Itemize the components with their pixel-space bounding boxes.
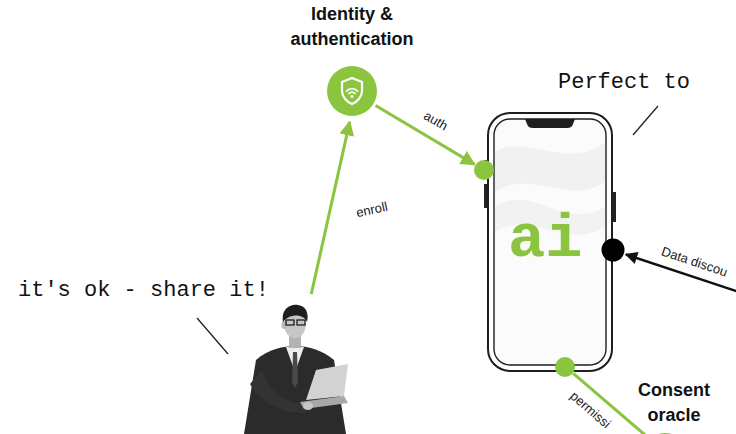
person-illustration	[240, 300, 350, 434]
phone-body	[488, 113, 612, 371]
port-dot	[602, 239, 625, 262]
edge-label: permissi	[566, 388, 613, 432]
shield-icon	[342, 78, 362, 104]
phone-device: ai	[487, 112, 613, 372]
laptop-lid	[306, 364, 348, 400]
badge-heading: Consent oracle	[624, 378, 724, 428]
phone-button	[613, 192, 616, 222]
screen-swirl	[495, 142, 605, 192]
consent-badge: Consent oracle	[612, 378, 736, 434]
signal-arc	[347, 89, 358, 91]
glasses	[286, 320, 294, 325]
auth-badge: Identity & authentication	[257, 2, 447, 116]
port-dot	[474, 160, 494, 180]
badge-circle	[640, 433, 690, 434]
port-dot	[555, 357, 575, 377]
badge-circle	[327, 66, 377, 116]
edge-label: auth	[421, 108, 451, 135]
arm	[250, 370, 306, 413]
signal-arc	[349, 92, 355, 93]
flow-connector	[376, 106, 475, 165]
flow-connector	[311, 122, 349, 294]
persona-figure: it's ok - share it!	[8, 272, 356, 434]
signal-dot	[350, 95, 353, 98]
neck-tie	[292, 352, 298, 388]
phone-screen	[494, 119, 606, 365]
phone-button	[484, 184, 487, 208]
callout-note: Perfect to	[558, 70, 690, 96]
hand	[303, 402, 313, 410]
glasses	[297, 320, 305, 325]
edge-label: enroll	[355, 199, 389, 221]
badge-disc	[640, 433, 690, 434]
badge-disc	[327, 66, 377, 116]
speech-quote: it's ok - share it!	[18, 278, 269, 304]
phone-notch	[525, 119, 575, 128]
leader-line	[633, 106, 658, 135]
laptop-base	[300, 396, 348, 409]
leader-line	[197, 318, 228, 354]
screen-logo: ai	[508, 209, 582, 271]
flow-label: Data discou	[659, 244, 729, 281]
badge-heading: Identity & authentication	[267, 2, 437, 52]
